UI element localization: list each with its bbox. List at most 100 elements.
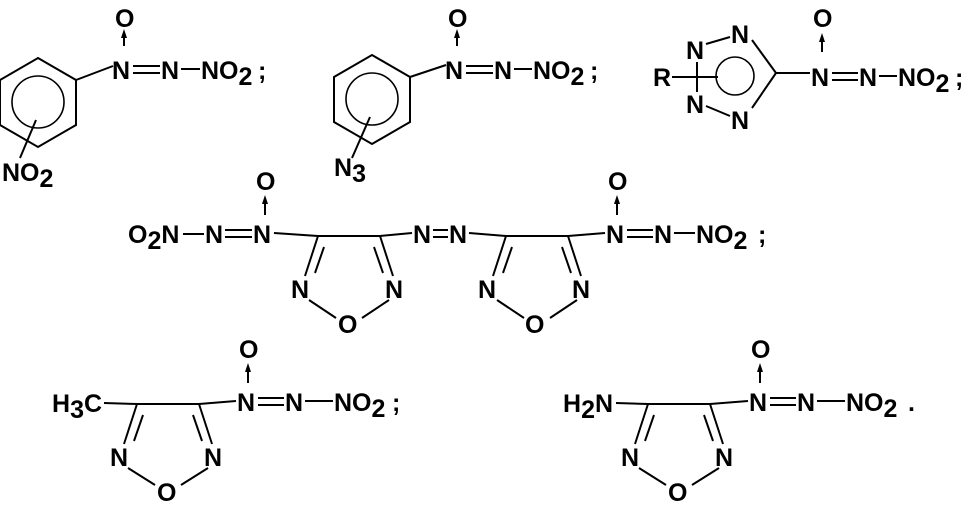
azo-n-atom: N (285, 389, 303, 417)
ring-o-atom: O (157, 479, 176, 507)
oxide-o-atom: O (448, 5, 467, 33)
nitro-group: NO2 (533, 57, 584, 91)
left-arrowhead (262, 195, 268, 204)
arrowhead (757, 363, 763, 372)
ring-o-atom: O (668, 479, 687, 507)
ring-n-atom-right: N (572, 276, 590, 304)
ring-bond-o-n5 (180, 467, 209, 486)
ring-n-atom-bottom-right: N (731, 107, 749, 135)
ring-bond-c3-n2 (304, 235, 319, 277)
separator-semicolon: ; (758, 221, 766, 249)
ring-bond-o-n5 (361, 299, 390, 319)
ring-n-atom-bottom-left: N (686, 91, 704, 119)
left-azoxy-n-atom: N (253, 221, 271, 249)
right-oxide-o-atom: O (608, 168, 627, 196)
ring-n-atom-left: N (478, 276, 496, 304)
ring-n-atom-left: N (621, 444, 639, 472)
ring-bond-c3-n2 (123, 403, 138, 445)
ring-n-atom-left: N (110, 444, 128, 472)
compound-azofurazan: O2N N N O N N O N N (128, 168, 766, 339)
r-substituent: R (653, 64, 671, 92)
ring-bond-o-n5 (691, 467, 720, 486)
aromatic-circle (11, 75, 65, 129)
nitro-group: NO2 (846, 389, 897, 423)
ring-bond-n2-o (127, 467, 156, 486)
left-nitro-group: O2N (128, 221, 179, 255)
left-azo-n-atom: N (205, 221, 223, 249)
oxide-o-atom: O (813, 5, 832, 33)
ring-n-atom-left: N (291, 276, 309, 304)
compound-aminofurazan: H2N N N O N O N NO2 . (563, 336, 915, 507)
furazan-ring-left: N N O (291, 235, 403, 339)
right-azo-n-atom: N (654, 221, 672, 249)
ring-inner-double-c3n2 (314, 246, 325, 274)
substituent-bond (351, 116, 371, 159)
separator-semicolon: ; (955, 64, 963, 92)
bridge-n-atom-right: N (449, 221, 467, 249)
ring-inner-double-c4n5 (703, 414, 714, 442)
ring-bond-c4-n5 (198, 403, 213, 445)
arrowhead (245, 363, 251, 372)
arrowhead (121, 29, 127, 38)
oxide-o-atom: O (239, 336, 258, 364)
ring-bond-n2-o (638, 467, 667, 486)
compound-azidophenyl: N O N NO2 ; N3 (333, 5, 598, 188)
ring-bond-n1-n2 (705, 36, 731, 45)
left-n-to-ring-bond (273, 232, 319, 237)
azoxy-n-atom: N (112, 57, 130, 85)
compound-methylfurazan: H3C N N O N O N NO2 ; (52, 336, 400, 507)
compound-tetrazolyl: N N N N R N O N NO2 ; (653, 5, 963, 135)
ring-bond-n2-o (496, 299, 525, 319)
ring-n-atom-right: N (385, 276, 403, 304)
right-ring-to-n-bond (567, 232, 606, 237)
arrowhead (454, 29, 460, 38)
amino-to-ring-bond (615, 402, 649, 405)
ring-to-n-bond (198, 400, 237, 405)
azo-to-ring-bond-right (468, 232, 507, 237)
right-arrowhead (614, 195, 620, 204)
ring-n-atom-right: N (715, 444, 733, 472)
azo-n-atom: N (494, 57, 512, 85)
azoxy-n-atom: N (445, 57, 463, 85)
oxide-o-atom: O (751, 336, 770, 364)
azoxy-n-atom: N (749, 389, 767, 417)
oxide-o-atom: O (115, 5, 134, 33)
aromatic-circle (715, 56, 755, 96)
ring-inner-double-c3n2 (502, 246, 513, 274)
methyl-to-ring-bond (103, 402, 138, 405)
right-azoxy-n-atom: N (606, 221, 624, 249)
ring-bond-o-n5 (549, 299, 578, 319)
bridge-n-atom-left: N (413, 221, 431, 249)
ring-to-azo-bond-left (379, 232, 413, 237)
ring-o-atom: O (338, 311, 357, 339)
azo-n-atom: N (161, 57, 179, 85)
methyl-group: H3C (52, 390, 102, 424)
ring-inner-double-c3n2 (644, 414, 655, 442)
separator-semicolon: ; (258, 57, 266, 85)
compound-nitrophenyl: N O N NO2 ; NO2 (0, 5, 266, 193)
azo-n-atom: N (859, 64, 877, 92)
ring-to-n-bond (75, 65, 114, 81)
ring-inner-double-c4n5 (373, 246, 384, 274)
ring-to-n-bond (709, 400, 749, 405)
ring-bond-c-n3 (751, 72, 777, 109)
ring-n-atom-right: N (204, 444, 222, 472)
ring-inner-double-c4n5 (192, 414, 203, 442)
furazan-ring-right: N N O (478, 235, 590, 339)
nitro-group: NO2 (201, 57, 252, 91)
nitro-group: NO2 (898, 64, 949, 98)
separator-semicolon: ; (590, 57, 598, 85)
ring-to-n-bond (409, 64, 447, 78)
ring-inner-double-c4n5 (561, 246, 572, 274)
substituent-bond (19, 119, 37, 159)
ring-bond-n2-c (751, 39, 777, 74)
aromatic-circle (345, 72, 399, 126)
amino-group: H2N (563, 390, 613, 424)
ring-nitro-group: NO2 (2, 159, 53, 193)
ring-bond-n3-n4 (705, 105, 731, 117)
ring-n-atom-top-right: N (731, 21, 749, 49)
furazan-ring: N N O (621, 403, 733, 507)
ring-bond-c3-n2 (492, 235, 507, 277)
furazan-ring: N N O (110, 403, 222, 507)
